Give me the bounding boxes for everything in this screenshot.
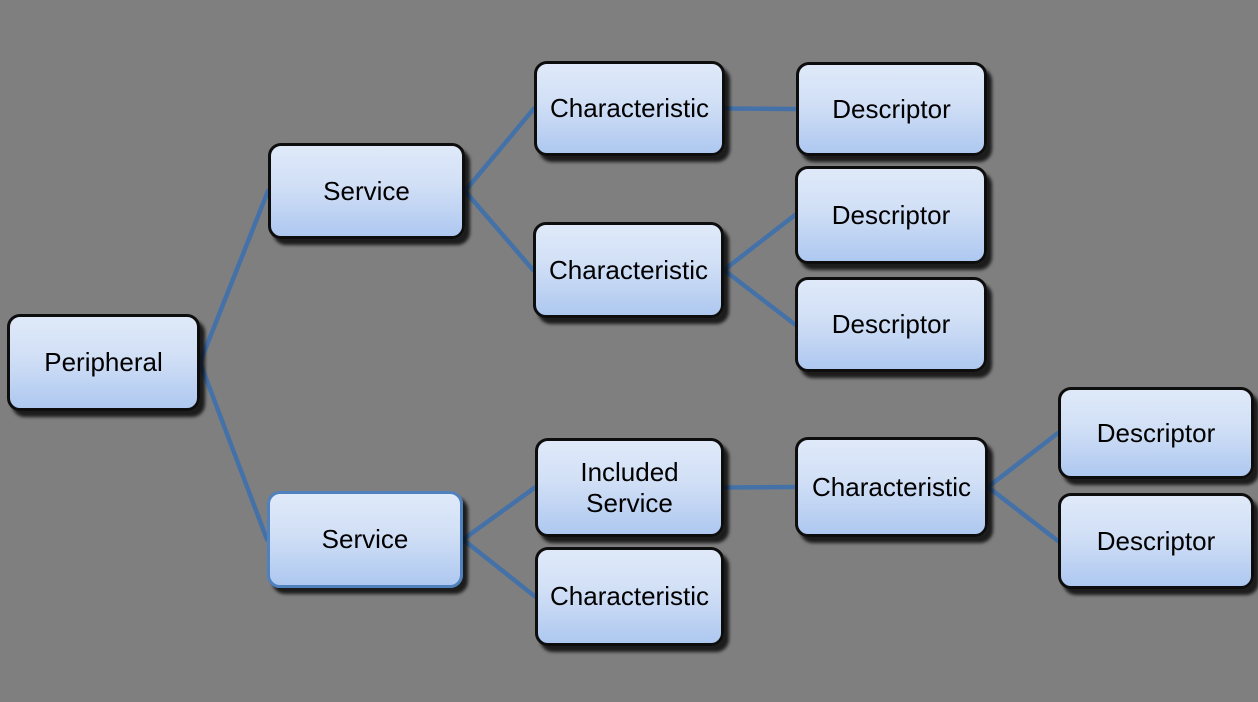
node-label: Descriptor xyxy=(832,93,951,124)
node-label: Service xyxy=(323,175,410,206)
connector-peripheral-service-1 xyxy=(197,188,271,365)
node-label: Characteristic xyxy=(550,93,709,124)
node-label: Service xyxy=(321,524,409,555)
node-label: Characteristic xyxy=(550,581,709,612)
connector-characteristic-4-descriptor-5 xyxy=(985,484,1061,544)
connector-service-1-characteristic-1 xyxy=(462,106,537,194)
node-service-2: Service xyxy=(267,491,463,588)
node-characteristic-2: Characteristic xyxy=(533,222,724,318)
node-descriptor-5: Descriptor xyxy=(1058,493,1254,589)
node-label: Descriptor xyxy=(1096,417,1216,448)
connector-characteristic-2-descriptor-2 xyxy=(721,212,798,273)
connector-characteristic-4-descriptor-4 xyxy=(985,430,1061,490)
connector-service-2-characteristic-3 xyxy=(460,537,538,599)
node-characteristic-4: Characteristic xyxy=(795,437,988,537)
node-peripheral: Peripheral xyxy=(7,314,200,411)
node-label: Descriptor xyxy=(831,199,951,230)
node-descriptor-2: Descriptor xyxy=(795,166,987,264)
connector-peripheral-service-2 xyxy=(197,360,270,542)
node-label: Descriptor xyxy=(831,309,951,340)
connector-service-1-characteristic-2 xyxy=(462,188,536,273)
node-descriptor-3: Descriptor xyxy=(795,277,987,372)
connector-service-2-included-service xyxy=(460,485,538,542)
connector-characteristic-2-descriptor-3 xyxy=(721,267,798,327)
node-included-service: Included Service xyxy=(535,438,724,537)
node-label: Peripheral xyxy=(44,347,163,378)
node-service-1: Service xyxy=(268,143,465,239)
node-label: Descriptor xyxy=(1096,525,1216,556)
node-descriptor-1: Descriptor xyxy=(796,62,987,156)
node-descriptor-4: Descriptor xyxy=(1058,387,1254,479)
node-label: Characteristic xyxy=(812,471,971,502)
node-label: Included Service xyxy=(580,456,679,518)
node-characteristic-3: Characteristic xyxy=(535,547,724,646)
connector-characteristic-1-descriptor-1 xyxy=(722,106,799,112)
node-characteristic-1: Characteristic xyxy=(534,61,725,156)
connector-included-service-characteristic-4 xyxy=(721,484,798,490)
node-label: Characteristic xyxy=(549,254,708,285)
